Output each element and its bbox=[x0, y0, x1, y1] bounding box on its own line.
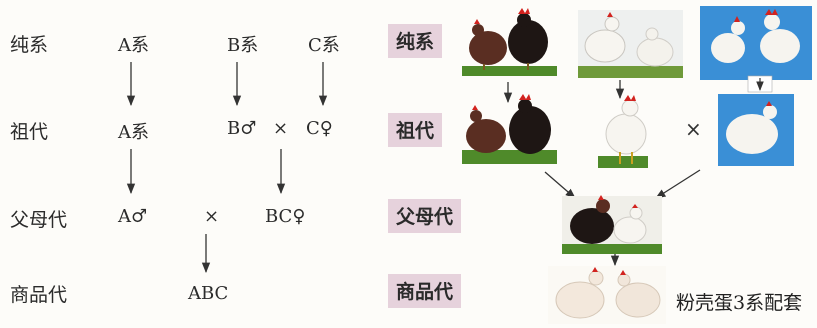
grandparent-c-female-photo bbox=[718, 94, 794, 166]
pic-cross-symbol: × bbox=[685, 117, 702, 141]
commercial-photo bbox=[548, 266, 666, 324]
line-a-pure: A系 bbox=[118, 35, 149, 56]
cross-symbol: × bbox=[204, 206, 220, 227]
parent-photo bbox=[562, 195, 662, 254]
line-b-male: B♂ bbox=[227, 118, 257, 139]
line-c-pure: C系 bbox=[308, 35, 340, 56]
commercial-abc: ABC bbox=[188, 283, 229, 304]
tag-parent: 父母代 bbox=[388, 199, 462, 233]
row-label-commercial: 商品代 bbox=[10, 284, 68, 306]
commercial-caption: 粉壳蛋3系配套 bbox=[676, 292, 803, 314]
tag-grandparent: 祖代 bbox=[388, 113, 443, 147]
grandparent-b-male-photo bbox=[598, 95, 648, 168]
row-label-grandparent: 祖代 bbox=[10, 121, 49, 143]
line-a-grandparent: A系 bbox=[118, 122, 149, 143]
pure-c-photo bbox=[700, 6, 812, 80]
tag-pure: 纯系 bbox=[388, 24, 443, 58]
row-label-parent: 父母代 bbox=[10, 209, 68, 231]
line-bc-female: BC♀ bbox=[265, 206, 306, 227]
line-a-male: A♂ bbox=[118, 206, 148, 227]
line-b-pure: B系 bbox=[227, 35, 259, 56]
tag-commercial: 商品代 bbox=[388, 274, 462, 308]
row-label-pure: 纯系 bbox=[10, 34, 49, 56]
pure-a-photo bbox=[462, 8, 557, 76]
pure-b-photo bbox=[578, 10, 683, 78]
arrow-pic-a-to-parent bbox=[544, 171, 576, 199]
cross-symbol: × bbox=[273, 118, 289, 139]
pure-c-arrow-box bbox=[747, 75, 773, 93]
line-c-female: C♀ bbox=[306, 118, 333, 139]
arrow-pic-bc-to-parent bbox=[655, 169, 701, 199]
grandparent-a-photo bbox=[462, 94, 557, 164]
